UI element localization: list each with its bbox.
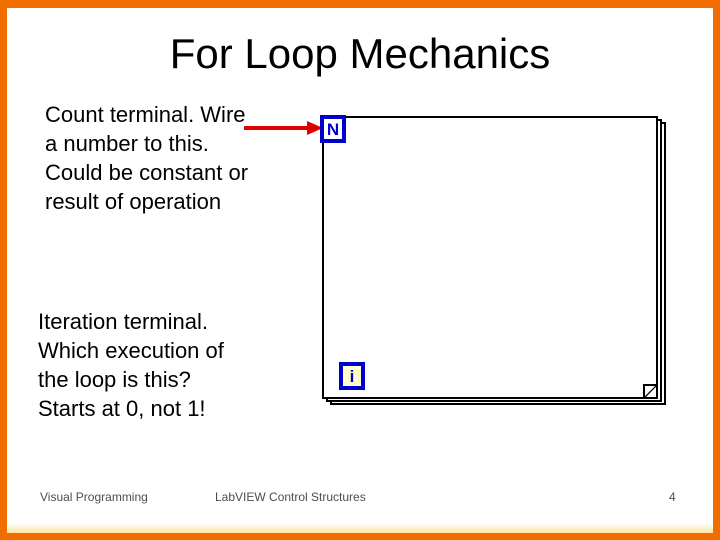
iteration-terminal-label: i [349,366,355,386]
footer-page-number: 4 [669,490,676,504]
note-line: Which execution of [38,338,224,363]
slide-title: For Loop Mechanics [169,30,551,77]
count-terminal-note: Count terminal. Wire a number to this. C… [45,100,248,216]
for-loop-frame [322,116,658,399]
note-line: Iteration terminal. [38,309,208,334]
iteration-terminal: i [339,362,365,390]
footer-lesson-name: LabVIEW Control Structures [215,490,366,504]
count-terminal: N [320,115,346,143]
red-arrow-right-icon [244,121,323,135]
note-line: the loop is this? [38,367,191,392]
folded-corner-icon [643,384,656,397]
frame-inner-glow [7,523,713,533]
note-line: result of operation [45,189,222,214]
note-line: Starts at 0, not 1! [38,396,206,421]
footer-course-name: Visual Programming [40,490,148,504]
note-line: Count terminal. Wire [45,102,246,127]
note-line: a number to this. [45,131,209,156]
iteration-terminal-note: Iteration terminal. Which execution of t… [38,307,224,423]
count-terminal-label: N [326,119,340,139]
note-line: Could be constant or [45,160,249,185]
